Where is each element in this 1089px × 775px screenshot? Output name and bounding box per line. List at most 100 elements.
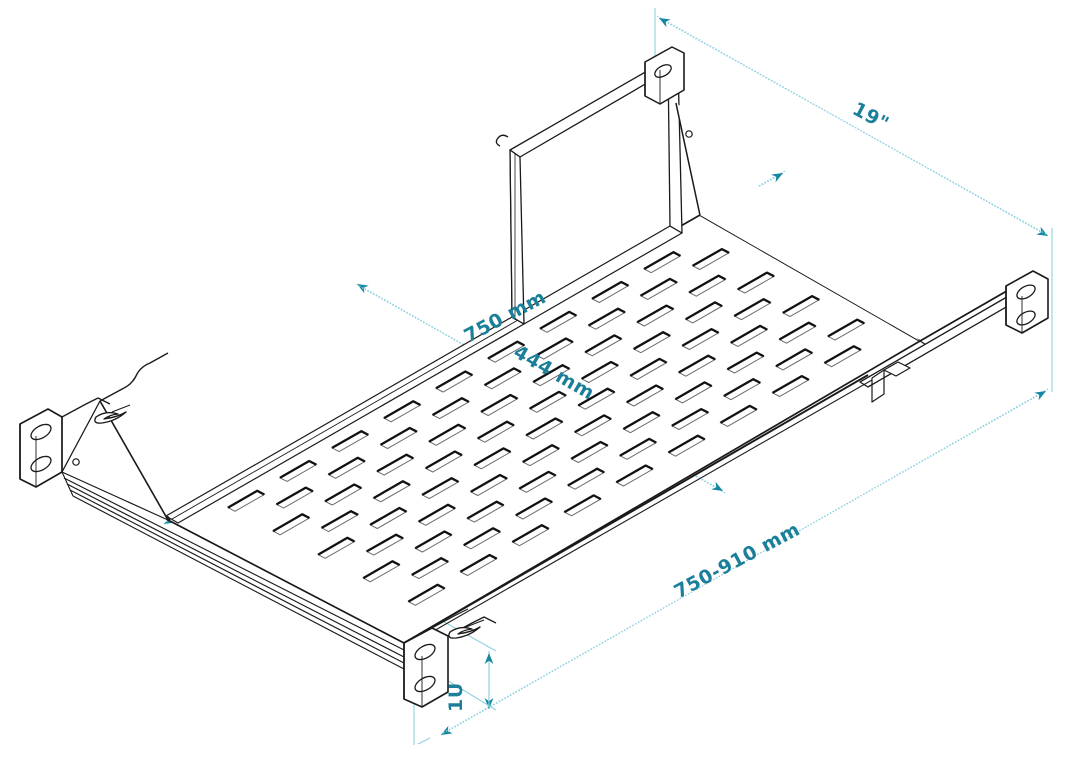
ventilation-slot (365, 533, 405, 556)
ventilation-slot (511, 524, 550, 547)
rear-right-mounting-bracket (644, 46, 685, 105)
rear-raised-rail (165, 58, 683, 524)
ventilation-slot (684, 301, 724, 324)
ventilation-slot (532, 364, 571, 387)
ventilation-slot (771, 374, 810, 398)
ventilation-slot (362, 560, 401, 583)
ventilation-slot (382, 400, 422, 423)
ventilation-slot (410, 557, 450, 580)
ventilation-slot (518, 470, 557, 493)
ventilation-slot (320, 510, 360, 533)
ventilation-slot (330, 430, 370, 453)
ventilation-slot (778, 321, 817, 344)
ventilation-slot (615, 464, 654, 487)
brand-logo-bottom (448, 619, 485, 639)
ventilation-slot (691, 247, 731, 271)
ventilation-slot (278, 459, 318, 482)
ventilation-slot (414, 530, 453, 553)
ventilation-slot (421, 477, 460, 500)
ventilation-slot (525, 417, 564, 440)
ventilation-slot (327, 456, 366, 479)
left-side-panel (61, 352, 169, 521)
ventilation-slot (539, 310, 578, 333)
rivet-hole-front (72, 458, 80, 466)
dimension-750-910mm (440, 300, 1053, 736)
ventilation-slot (428, 423, 467, 446)
ventilation-slot (622, 411, 661, 434)
ventilation-slot (480, 393, 519, 417)
ventilation-slot (462, 527, 502, 550)
dimension-label-1u: 1U (445, 682, 467, 712)
ventilation-slot (736, 271, 776, 294)
ventilation-slot (431, 397, 470, 420)
ventilation-slot (726, 351, 765, 374)
ventilation-slot (417, 503, 457, 526)
ventilation-slot (722, 378, 762, 401)
rack-shelf-body (19, 46, 1049, 708)
ventilation-slot (729, 324, 769, 347)
ventilation-slot (629, 357, 668, 380)
ventilation-slot (639, 277, 679, 300)
ventilation-slot (469, 473, 509, 497)
ventilation-slot (535, 337, 574, 360)
ventilation-slot (774, 348, 814, 371)
ventilation-slot (636, 304, 675, 327)
brand-logo-left (94, 404, 131, 424)
ventilation-slot (632, 331, 672, 354)
ventilation-slot (376, 453, 415, 476)
ventilation-slot (226, 489, 266, 512)
ventilation-slot (486, 340, 526, 363)
ventilation-slot (733, 298, 772, 321)
ventilation-slot (625, 384, 665, 407)
ventilation-slot (573, 414, 613, 437)
ventilation-slot (580, 360, 620, 384)
ventilation-slot (823, 345, 862, 368)
ventilation-slot (407, 583, 446, 606)
ventilation-slot (459, 553, 498, 577)
ventilation-slot (566, 467, 606, 490)
ventilation-slot (317, 536, 356, 559)
ventilation-slot (521, 444, 561, 467)
ventilation-slot (272, 513, 311, 536)
front-right-mounting-bracket (1005, 270, 1049, 334)
ventilation-slot (563, 494, 602, 517)
ventilation-slot (688, 274, 727, 297)
ventilation-slot (618, 437, 658, 460)
ventilation-slot (667, 434, 706, 457)
front-folded-lip (61, 471, 405, 670)
right-rail-upstand (871, 361, 911, 403)
ventilation-slot (826, 318, 866, 341)
dimension-label-19in: 19" (849, 98, 893, 135)
ventilation-slot (591, 280, 630, 304)
ventilation-slot (424, 450, 464, 473)
dimension-label-750-910mm: 750-910 mm (670, 518, 803, 603)
ventilation-slot (275, 486, 314, 509)
ventilation-slot (466, 500, 505, 523)
ventilation-slot (473, 447, 512, 470)
front-bottom-mounting-bracket (403, 608, 497, 708)
ventilation-slot (587, 307, 627, 330)
ventilation-slot (434, 370, 474, 393)
ventilation-slot (677, 354, 717, 377)
ventilation-slot (570, 440, 609, 464)
ventilation-slot (379, 426, 418, 450)
ventilation-slot (719, 404, 758, 427)
ventilation-slot (577, 387, 616, 410)
rivet-hole-rear (685, 130, 693, 138)
ventilation-slot (476, 420, 516, 443)
ventilation-slot (514, 497, 554, 520)
ventilation-slot (324, 483, 363, 506)
perforation-slots (226, 247, 866, 606)
ventilation-slot (369, 506, 408, 530)
rear-left-mounting-bracket (495, 134, 509, 147)
ventilation-slot (681, 327, 720, 351)
front-left-mounting-bracket (19, 397, 111, 488)
ventilation-slot (483, 367, 522, 390)
ventilation-slot (584, 334, 623, 357)
ventilation-slot (528, 390, 568, 413)
ventilation-slot (670, 407, 710, 431)
ventilation-slot (643, 251, 682, 274)
ventilation-slot (781, 294, 821, 318)
